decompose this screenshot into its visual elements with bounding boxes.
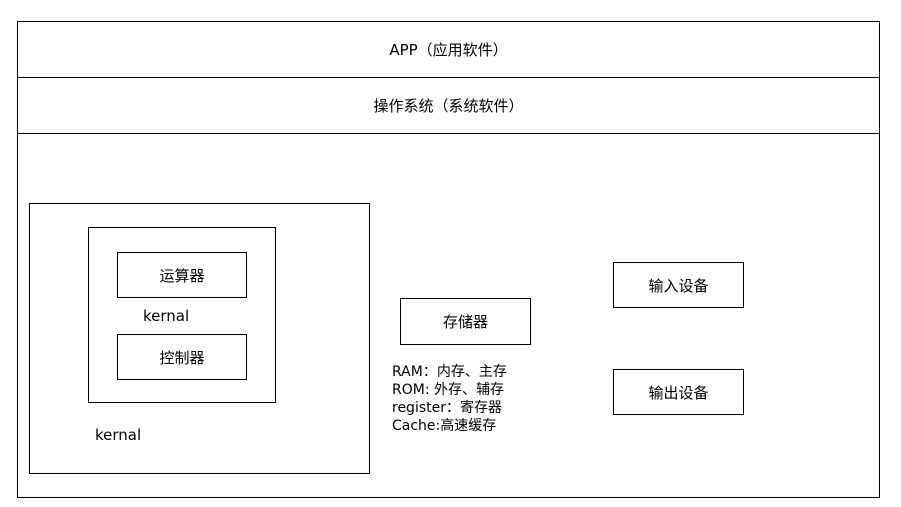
- input-device-label: 输入设备: [648, 276, 709, 295]
- alu-box: 运算器: [117, 252, 247, 298]
- output-device-label: 输出设备: [648, 383, 709, 402]
- output-device-box: 输出设备: [613, 369, 744, 415]
- memory-box: 存储器: [400, 298, 531, 345]
- hardware-layer-box: [17, 133, 880, 498]
- input-device-box: 输入设备: [613, 262, 744, 308]
- memory-info-rom: ROM: 外存、辅存: [392, 382, 504, 398]
- alu-label: 运算器: [159, 266, 205, 285]
- control-box: 控制器: [117, 334, 247, 380]
- os-layer-label: 操作系统（系统软件）: [373, 97, 524, 115]
- memory-label: 存储器: [442, 313, 488, 331]
- cpu-outer-box: [29, 203, 370, 474]
- app-layer-box: APP（应用软件）: [17, 21, 880, 78]
- inner-kernal-label: kernal: [143, 307, 190, 325]
- control-label: 控制器: [159, 348, 205, 367]
- memory-info-cache: Cache:高速缓存: [392, 418, 497, 434]
- memory-info-register: register：寄存器: [392, 400, 502, 416]
- memory-info: RAM：内存、主存 ROM: 外存、辅存 register：寄存器 Cache:…: [392, 363, 507, 435]
- app-layer-label: APP（应用软件）: [389, 41, 508, 59]
- os-layer-box: 操作系统（系统软件）: [17, 77, 880, 134]
- kernal-inner-box: [88, 227, 276, 403]
- outer-kernal-label: kernal: [95, 426, 142, 444]
- memory-info-ram: RAM：内存、主存: [392, 364, 507, 380]
